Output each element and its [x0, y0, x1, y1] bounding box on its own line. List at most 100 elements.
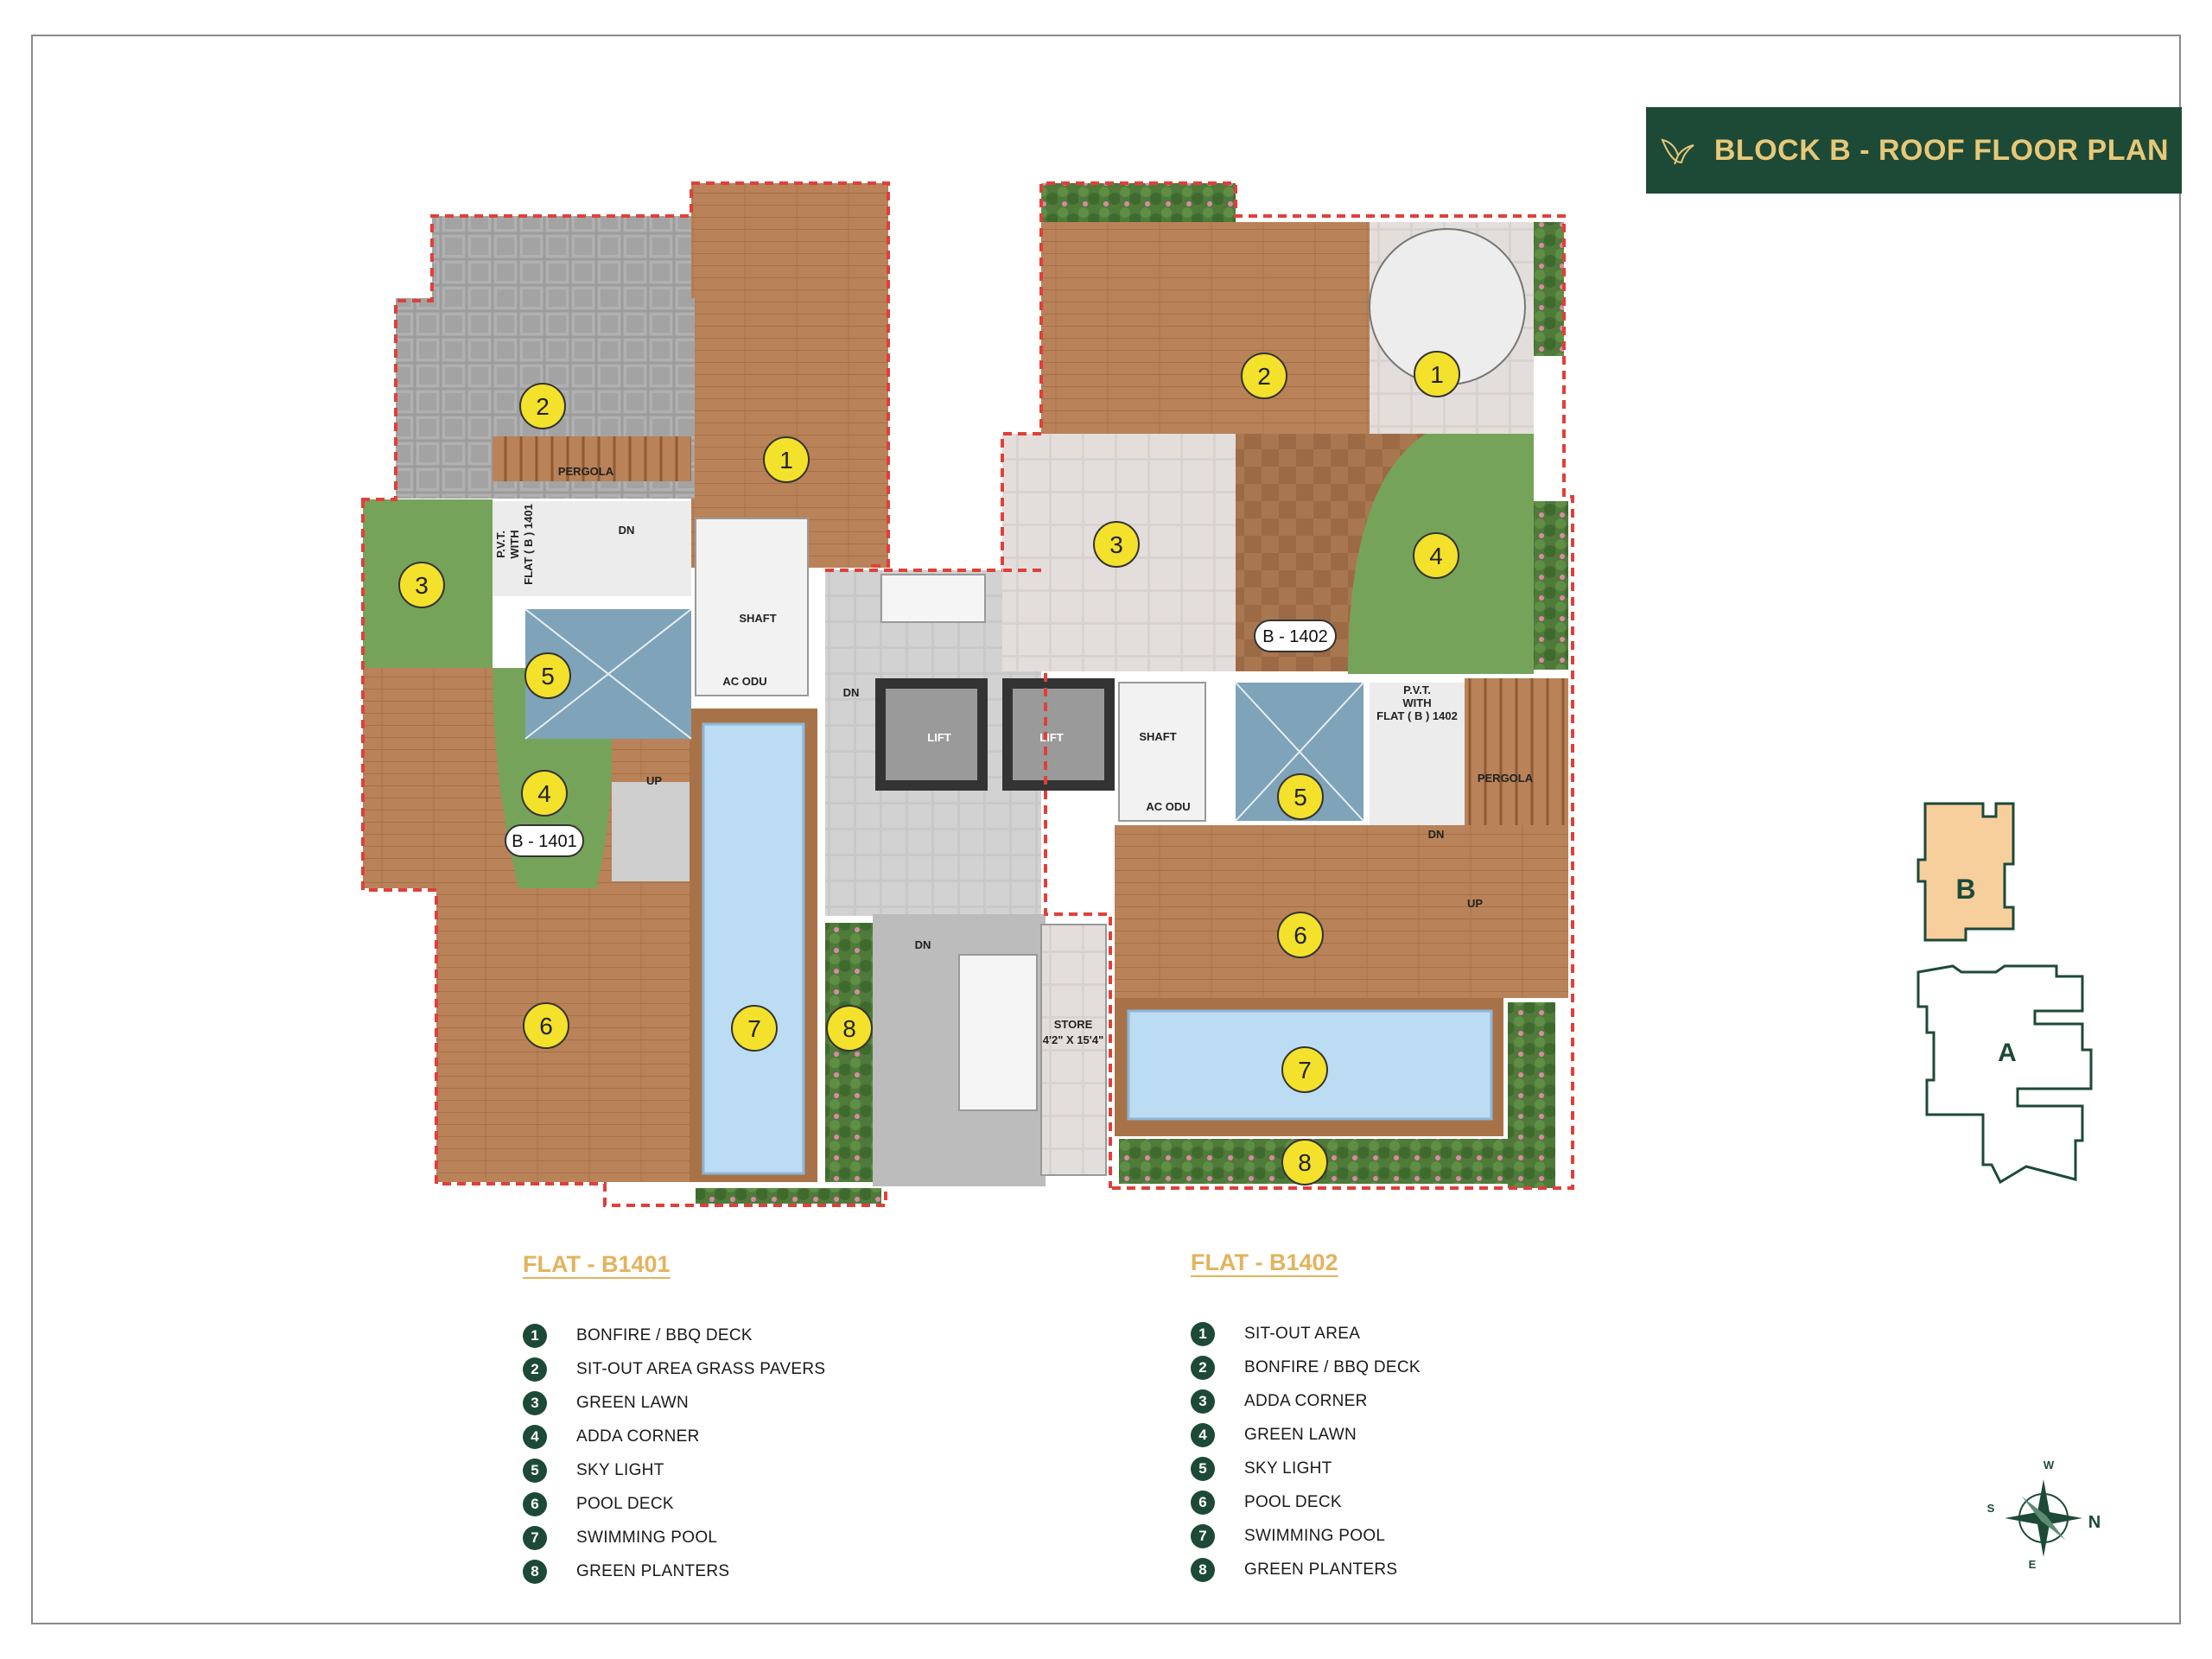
marker-b1402-8: 8: [1281, 1139, 1328, 1185]
legend-number-badge: 5: [1191, 1456, 1215, 1481]
legend-number-badge: 1: [523, 1323, 547, 1348]
legend-label: SIT-OUT AREA: [1244, 1324, 1361, 1343]
hummingbird-icon: [1661, 138, 1694, 165]
legend-number-badge: 5: [523, 1458, 547, 1483]
legend-item: 5 SKY LIGHT: [523, 1453, 825, 1487]
bonfire-deck-b1401: [691, 183, 888, 568]
legend-item: 8 GREEN PLANTERS: [1191, 1553, 1421, 1586]
legend-label: SIT-OUT AREA GRASS PAVERS: [576, 1359, 826, 1378]
legend-number-badge: 1: [1191, 1321, 1215, 1346]
legend-number-badge: 4: [1191, 1422, 1215, 1447]
legend-label: GREEN LAWN: [1244, 1425, 1357, 1444]
grass-paver-area-upper: [432, 216, 691, 302]
legend-label: BONFIRE / BBQ DECK: [576, 1325, 753, 1344]
green-planter-b1402: [1119, 1139, 1555, 1184]
marker-b1401-2: 2: [519, 383, 566, 429]
pvt-flat-label-b1401: FLAT ( B ) 1401: [522, 504, 535, 585]
title-banner: BLOCK B - ROOF FLOOR PLAN: [1646, 107, 2182, 194]
green-planter-top-b1402: [1041, 183, 1236, 222]
up-label-b1402: UP: [1467, 897, 1483, 910]
legend-item: 4 GREEN LAWN: [1191, 1418, 1421, 1452]
legend-number-badge: 3: [523, 1390, 547, 1415]
compass-w: W: [2044, 1459, 2055, 1471]
marker-b1402-1: 1: [1414, 351, 1460, 397]
legend-label: SKY LIGHT: [1244, 1459, 1332, 1478]
svg-text:B - 1401: B - 1401: [512, 832, 577, 851]
swimming-pool-b1401: [702, 722, 805, 1175]
up-label-b1401: UP: [646, 774, 662, 787]
svg-text:8: 8: [1298, 1149, 1312, 1176]
svg-text:2: 2: [536, 393, 550, 420]
legend-label: POOL DECK: [576, 1494, 674, 1513]
stair-up-b1401: [612, 782, 690, 881]
svg-text:4: 4: [1429, 543, 1443, 569]
pvt-label-b1401: P.V.T.: [494, 531, 507, 558]
shaft-label-right: SHAFT: [1139, 730, 1176, 743]
lift-2-label: LIFT: [1039, 731, 1063, 744]
core-area: [695, 518, 1115, 1188]
green-planter-bottom-b1401: [696, 1188, 881, 1204]
unit-tag-b1401: B - 1401: [505, 824, 584, 857]
marker-b1402-5: 5: [1277, 773, 1324, 820]
dn-label-stair: DN: [915, 938, 931, 951]
unit-tag-b1402: B - 1402: [1254, 620, 1337, 652]
shaft-right: [1118, 682, 1206, 822]
svg-text:2: 2: [1257, 363, 1271, 390]
marker-b1402-7: 7: [1281, 1046, 1328, 1093]
compass-n: N: [2088, 1513, 2101, 1532]
dn-label-core: DN: [843, 686, 860, 699]
marker-b1401-8: 8: [826, 1005, 873, 1052]
legend-item: 2 SIT-OUT AREA GRASS PAVERS: [523, 1352, 825, 1386]
pvt-flat-label-b1402: FLAT ( B ) 1402: [1376, 709, 1458, 722]
legend-label: POOL DECK: [1244, 1492, 1342, 1511]
pvt-stair-b1401: [493, 501, 691, 596]
green-planter-b1401: [825, 923, 873, 1182]
plan-labels: PERGOLA P.V.T. WITH FLAT ( B ) 1401 DN U…: [494, 465, 1534, 1046]
marker-b1401-6: 6: [523, 1002, 569, 1049]
dn-label-b1401: DN: [619, 524, 635, 537]
page-frame: [31, 35, 2181, 1624]
pvt-label-b1402: P.V.T.: [1403, 683, 1431, 696]
svg-text:5: 5: [541, 663, 555, 690]
legend-number-badge: 7: [1191, 1523, 1215, 1548]
svg-text:3: 3: [415, 572, 429, 599]
marker-b1402-4: 4: [1413, 532, 1459, 579]
store-room: [1040, 924, 1107, 1176]
pvt-with-label-b1401: WITH: [508, 530, 521, 558]
legend-number-badge: 8: [1191, 1557, 1215, 1582]
marker-b1402-3: 3: [1093, 521, 1140, 568]
svg-text:7: 7: [1298, 1057, 1312, 1084]
svg-text:6: 6: [539, 1013, 553, 1039]
key-plan-block-b: [1916, 802, 2015, 942]
svg-text:3: 3: [1109, 531, 1123, 558]
key-plan-label-a: A: [1998, 1039, 2017, 1067]
legend-number-badge: 2: [523, 1357, 547, 1382]
legend-label: SWIMMING POOL: [576, 1528, 718, 1547]
marker-b1401-4: 4: [521, 770, 568, 817]
legend-label: ADDA CORNER: [1244, 1391, 1368, 1410]
compass-s: S: [1987, 1502, 1995, 1515]
compass-rose: W S N E: [1987, 1459, 2101, 1571]
legend-label: GREEN PLANTERS: [1244, 1560, 1398, 1579]
legend-item: 1 BONFIRE / BBQ DECK: [523, 1319, 825, 1352]
area-markers: 1 2 3 4 5 6 7 8 1 2 3 4 5 6 7 8: [398, 351, 1460, 1185]
marker-b1401-5: 5: [524, 652, 571, 699]
legend-label: SKY LIGHT: [576, 1460, 664, 1479]
legend-b1401: 1 BONFIRE / BBQ DECK 2 SIT-OUT AREA GRASS P…: [523, 1319, 825, 1588]
pvt-with-label-b1402: WITH: [1402, 696, 1431, 709]
svg-text:7: 7: [747, 1015, 761, 1042]
svg-text:1: 1: [1430, 361, 1444, 388]
svg-text:8: 8: [842, 1015, 856, 1042]
svg-text:1: 1: [779, 447, 793, 474]
svg-text:5: 5: [1294, 784, 1307, 810]
svg-text:4: 4: [537, 780, 551, 807]
